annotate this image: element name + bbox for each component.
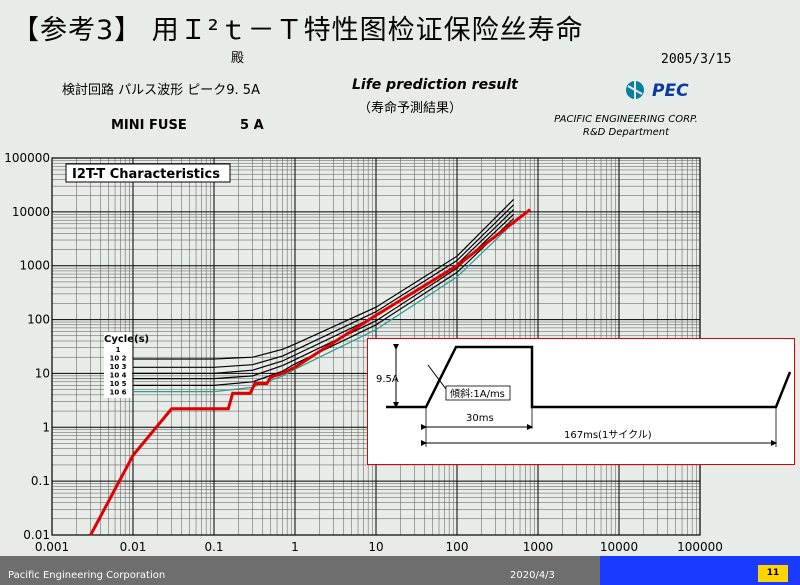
x-tick-label: 100000 <box>677 540 723 554</box>
legend-entry: 10 5 <box>109 380 126 388</box>
period-label: 167ms(1サイクル) <box>564 429 652 441</box>
legend-entry: 10 3 <box>109 363 126 371</box>
y-tick-label: 10000 <box>12 205 50 219</box>
legend-box <box>104 332 132 398</box>
cycles-series-line <box>133 213 515 380</box>
x-axis-ticks: 0.001 0.01 0.1 1 10 100 1000 10000 100000 <box>35 540 723 554</box>
peak-label: 9.5A <box>376 374 399 385</box>
x-tick-label: 1000 <box>523 540 554 554</box>
pec-logo: PEC <box>624 78 704 102</box>
y-tick-label: 10 <box>35 366 50 380</box>
slide-title: 【参考3】 用Ｉ²ｔ－Ｔ特性图检证保险丝寿命 <box>12 15 584 46</box>
footer: Pacific Engineering Corporation 2020/4/3… <box>0 556 800 585</box>
y-tick-label: 0.01 <box>23 528 50 542</box>
x-tick-label: 0.001 <box>35 540 69 554</box>
heading-japanese: （寿命予測結果） <box>358 101 463 116</box>
footer-date: 2020/4/3 <box>510 570 555 581</box>
footer-company: Pacific Engineering Corporation <box>8 570 166 581</box>
circuit-description: 検討回路 パルス波形 ピーク9. 5A <box>62 83 260 98</box>
fuse-rating: 5 A <box>240 118 264 133</box>
document-date: 2005/3/15 <box>661 52 732 67</box>
x-tick-label: 10 <box>368 540 383 554</box>
y-tick-label: 100000 <box>4 151 50 165</box>
y-tick-label: 100 <box>27 313 50 327</box>
cycles-series-line <box>133 222 515 393</box>
slope-leader <box>427 364 447 390</box>
legend: Cycle(s)110 210 310 410 510 6 <box>104 332 149 398</box>
x-tick-label: 10000 <box>600 540 638 554</box>
company-block: PACIFIC ENGINEERING CORP. R&D Department <box>548 113 704 139</box>
chart-title: I2T-T Characteristics <box>72 167 220 182</box>
x-tick-label: 0.01 <box>120 540 147 554</box>
legend-entry: 10 4 <box>109 372 126 380</box>
x-tick-label: 100 <box>446 540 469 554</box>
legend-title: Cycle(s) <box>104 334 149 345</box>
prediction-series-line <box>89 208 532 536</box>
legend-entry: 10 6 <box>109 389 126 397</box>
page-number: 11 <box>758 565 788 582</box>
x-tick-label: 0.1 <box>204 540 223 554</box>
company-name: PACIFIC ENGINEERING CORP. <box>554 114 698 125</box>
pulse-waveform-inset: 9.5A 傾斜:1A/ms 30ms 167ms(1サイクル) <box>367 338 795 465</box>
salutation: 殿 <box>231 51 245 66</box>
y-tick-label: 1 <box>42 420 50 434</box>
cycles-series-line <box>133 198 515 360</box>
legend-entry: 1 <box>116 346 121 354</box>
fuse-name: MINI FUSE <box>111 118 187 133</box>
series-lines <box>89 198 532 536</box>
x-tick-label: 1 <box>291 540 299 554</box>
y-axis-ticks: 100000 10000 1000 100 10 1 0.1 0.01 <box>4 151 50 542</box>
legend-entry: 10 2 <box>109 355 126 363</box>
chart-title-box: I2T-T Characteristics <box>65 163 231 183</box>
width-label: 30ms <box>466 413 494 424</box>
logo-text: PEC <box>652 81 689 101</box>
heading-english: Life prediction result <box>352 77 518 93</box>
slope-label: 傾斜:1A/ms <box>450 387 505 400</box>
y-tick-label: 0.1 <box>31 474 50 488</box>
footer-bar-gray <box>0 556 600 585</box>
y-tick-label: 1000 <box>19 259 50 273</box>
slope-label-box <box>445 385 511 401</box>
company-department: R&D Department <box>582 127 670 138</box>
cycles-series-line <box>133 218 515 386</box>
cycles-series-line <box>133 204 515 368</box>
